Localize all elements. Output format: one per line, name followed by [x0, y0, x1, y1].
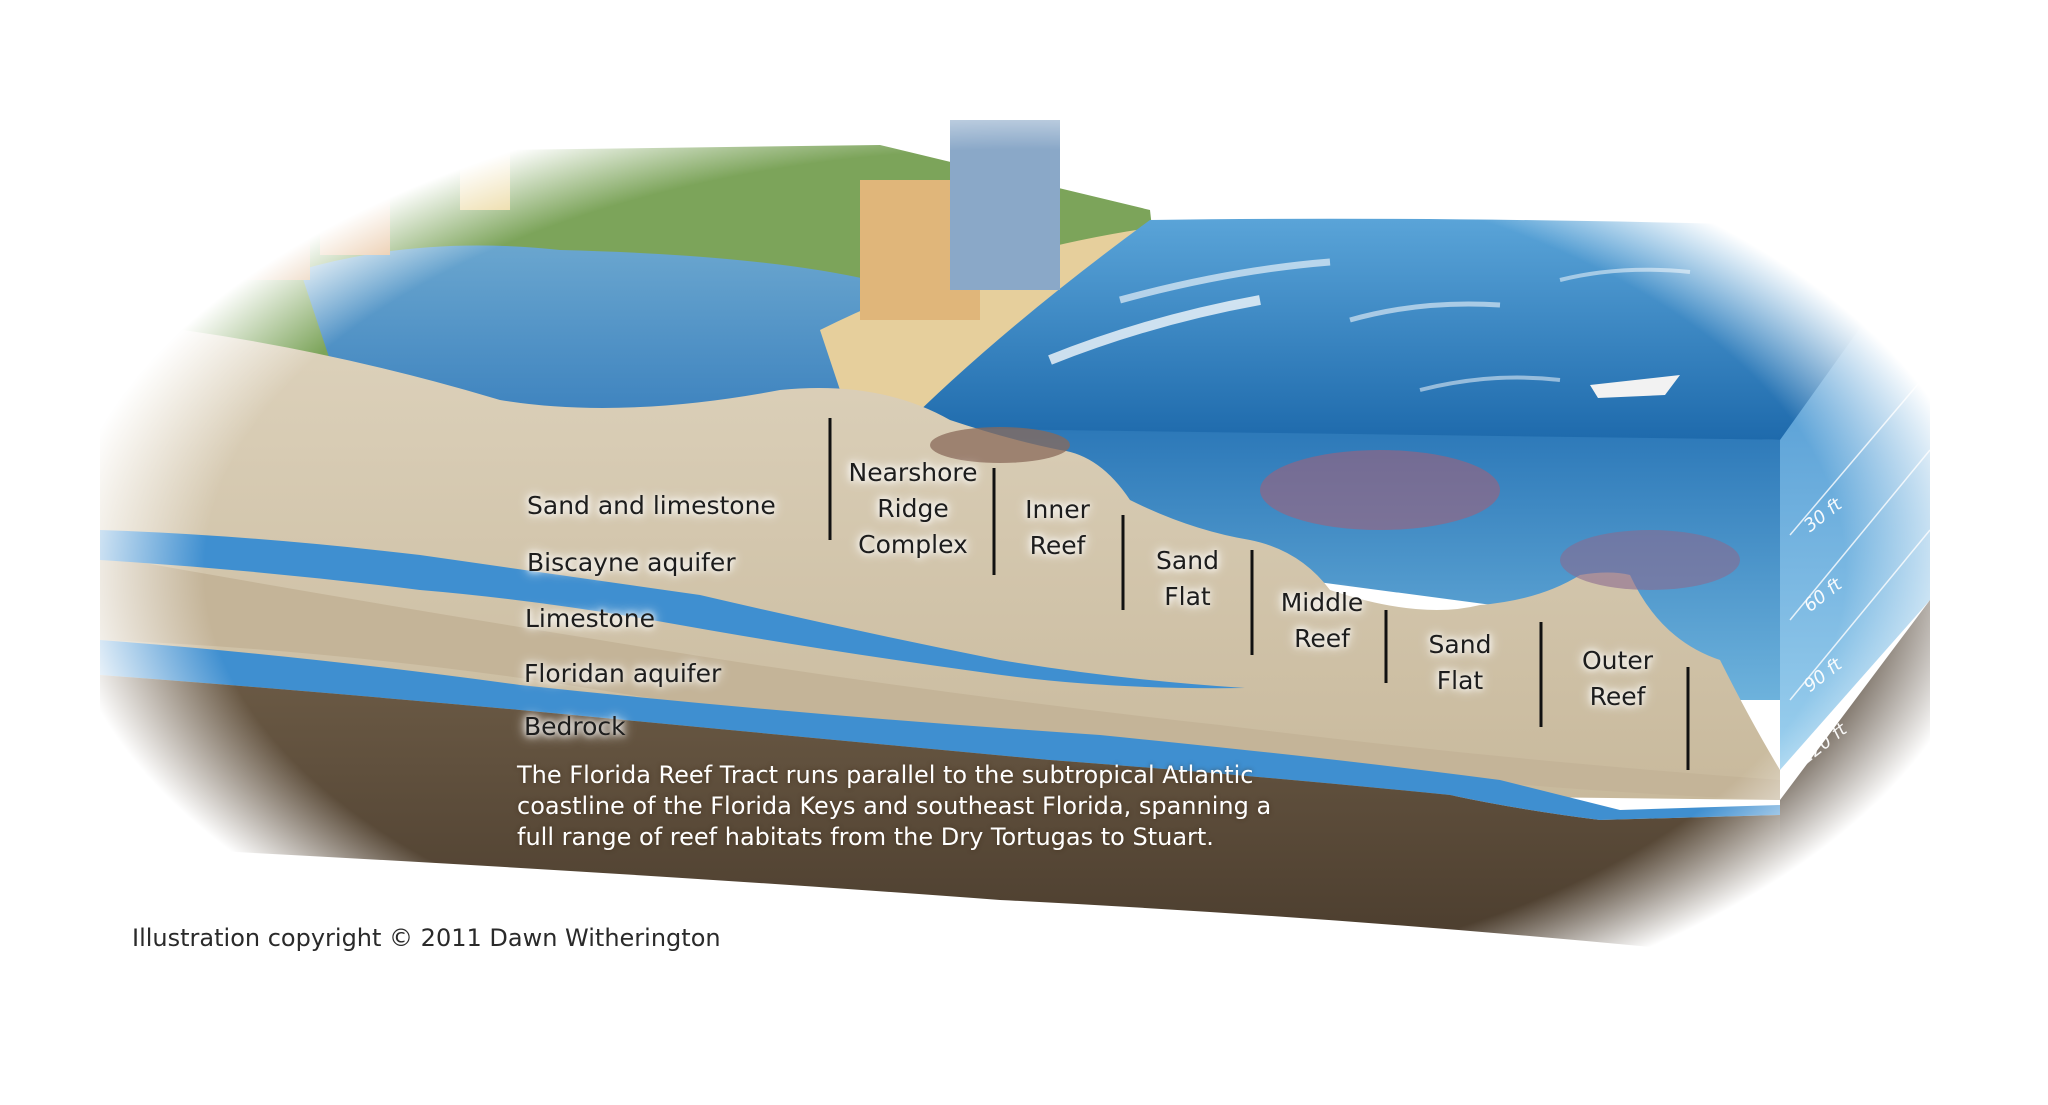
zone-inner-reef: Inner Reef — [1025, 495, 1090, 560]
label-sand-limestone: Sand and limestone — [527, 491, 776, 520]
copyright-credit: Illustration copyright © 2011 Dawn Withe… — [132, 924, 721, 952]
caption-line-3: full range of reef habitats from the Dry… — [517, 823, 1214, 851]
zone-sand-flat-2: Sand Flat — [1428, 630, 1492, 695]
label-bedrock: Bedrock — [524, 712, 626, 741]
label-limestone: Limestone — [525, 604, 655, 633]
zone-middle-reef: Middle Reef — [1280, 588, 1364, 653]
caption: The Florida Reef Tract runs parallel to … — [517, 760, 1337, 853]
zone-sand-flat-1: Sand Flat — [1156, 546, 1219, 611]
label-floridan-aquifer: Floridan aquifer — [524, 659, 722, 688]
zone-nearshore-ridge-complex: Nearshore Ridge Complex — [848, 458, 978, 559]
label-biscayne-aquifer: Biscayne aquifer — [527, 548, 736, 577]
caption-line-2: coastline of the Florida Keys and southe… — [517, 792, 1272, 820]
zone-outer-reef: Outer Reef — [1582, 646, 1653, 711]
caption-line-1: The Florida Reef Tract runs parallel to … — [517, 761, 1254, 789]
